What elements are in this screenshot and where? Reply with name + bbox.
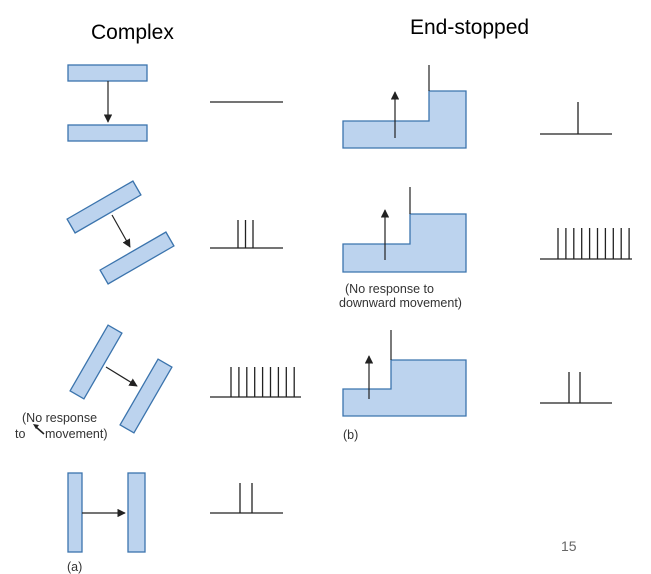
end-stopped-response-row2 <box>540 228 632 260</box>
end-stopped-response-row3 <box>540 372 612 404</box>
complex-response-row2 <box>210 220 283 249</box>
caption-no-response-downward-1: (No response to <box>345 282 434 296</box>
page-number: 15 <box>561 538 577 554</box>
end-stopped-stimulus-row3 <box>342 330 467 417</box>
caption-panel-a: (a) <box>67 560 82 574</box>
complex-response-row4 <box>210 483 283 514</box>
end-stopped-stimulus-row2 <box>342 187 467 273</box>
complex-stimulus-vertical <box>67 472 146 553</box>
complex-response-row3 <box>210 367 301 398</box>
arrow-diagonal-icon <box>111 214 131 248</box>
caption-no-response-diagonal: (No response <box>22 411 97 425</box>
caption-panel-b: (b) <box>343 428 358 442</box>
caption-no-response-diagonal-movement: movement) <box>45 427 108 441</box>
complex-stimulus-steep-oblique <box>69 324 173 434</box>
end-stopped-stimulus-row1 <box>342 65 467 149</box>
caption-no-response-downward-2: downward movement) <box>339 296 462 310</box>
caption-no-response-diagonal-to: to <box>15 427 25 441</box>
complex-stimulus-oblique <box>66 180 175 285</box>
heading-end-stopped: End-stopped <box>410 16 529 39</box>
heading-complex: Complex <box>91 21 174 44</box>
arrow-diagonal-icon <box>105 366 138 387</box>
diagonal-arrow-glyph-icon <box>33 424 45 435</box>
complex-stimulus-horizontal <box>67 64 148 142</box>
end-stopped-response-row1 <box>540 102 612 135</box>
